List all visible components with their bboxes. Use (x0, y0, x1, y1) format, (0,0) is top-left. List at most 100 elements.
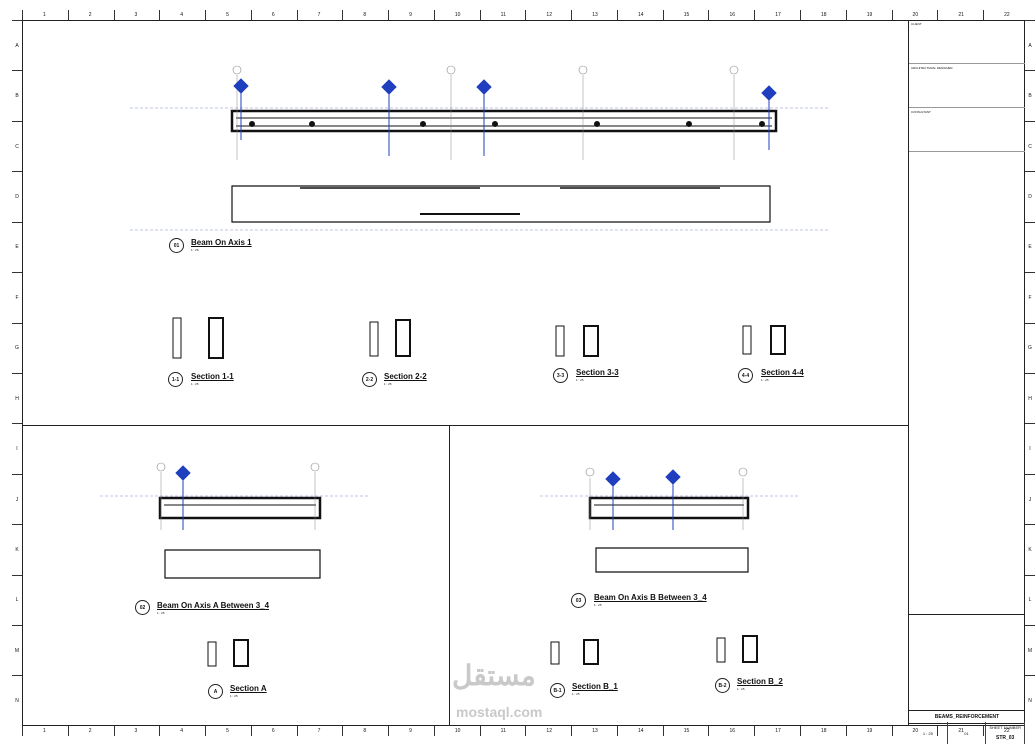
section-bubble-a: A (208, 684, 223, 699)
section-4-4 (742, 325, 786, 355)
gridBot-label: 12 (525, 726, 571, 736)
gridTop-label: 22 (983, 10, 1029, 20)
section-scale: 1 : 25 (191, 382, 199, 386)
index-value: 01 (964, 730, 969, 736)
section-scale: 1 : 25 (230, 694, 238, 698)
revision-table (909, 614, 1025, 655)
gridBot-label: 22 (983, 726, 1029, 736)
gridRight-label: N (1025, 675, 1035, 725)
beam-axis-1-elevation (130, 65, 830, 231)
gridRight-label: J (1025, 473, 1035, 524)
section-a (207, 639, 249, 667)
section-bubble-4-4: 4-4 (738, 368, 753, 383)
gridLeft-label: A (12, 20, 22, 70)
section-title-1-1: Section 1-1 (191, 372, 234, 381)
gridTop-label: 15 (662, 10, 709, 20)
gridTop-label: 1 (22, 10, 68, 20)
gridTop-label: 13 (571, 10, 617, 20)
view-number-01: 01 (169, 238, 184, 253)
gridRight-label: E (1025, 221, 1035, 272)
gridLeft-label: B (12, 70, 22, 120)
gridLeft-label: C (12, 120, 22, 171)
gridBot-label: 7 (296, 726, 343, 736)
vertical-divider (449, 425, 450, 726)
gridLeft-label: L (12, 574, 22, 625)
section-scale: 1 : 25 (384, 382, 392, 386)
section-bubble-1-1: 1-1 (168, 372, 183, 387)
gridTop-label: 8 (342, 10, 388, 20)
gridLeft-label: D (12, 171, 22, 221)
gridTop-label: 10 (433, 10, 480, 20)
gridBot-label: 15 (662, 726, 709, 736)
gridBot-label: 13 (571, 726, 617, 736)
gridTop-label: 5 (205, 10, 251, 20)
section-title-2-2: Section 2-2 (384, 372, 427, 381)
gridBot-label: 9 (388, 726, 434, 736)
section-3-3 (555, 325, 599, 357)
gridRight-label: F (1025, 272, 1035, 322)
gridRight-label: L (1025, 574, 1035, 625)
gridTop-label: 2 (67, 10, 114, 20)
gridBot-label: 2 (67, 726, 114, 736)
consultant-field: CONSULTANT (909, 108, 1025, 152)
gridLeft-label: H (12, 372, 22, 423)
section-bubble-b-1: B-1 (550, 683, 565, 698)
view-scale: 1 : 25 (594, 603, 602, 607)
gridBot-label: 3 (113, 726, 160, 736)
gridBot-label: 18 (800, 726, 846, 736)
section-1-1 (172, 317, 224, 359)
beam-axis-a-elevation (100, 462, 370, 579)
gridRight-label: G (1025, 322, 1035, 373)
gridRight-label: K (1025, 524, 1035, 574)
gridBot-label: 1 (22, 726, 68, 736)
section-b-1 (550, 639, 599, 665)
view-title-beam-axis-b: Beam On Axis B Between 3_4 (594, 593, 707, 602)
sheet-number-label: SHEET NUMBER (989, 724, 1022, 730)
section-title-b-1: Section B_1 (572, 682, 618, 691)
gridRight-label: C (1025, 120, 1035, 171)
gridTop-label: 20 (891, 10, 938, 20)
gridRight-label: A (1025, 20, 1035, 70)
gridTop-label: 18 (800, 10, 846, 20)
sheet-title: BEAMS_REINFORCEMENT (909, 710, 1025, 724)
section-b-2 (716, 635, 758, 663)
gridLeft-label: M (12, 625, 22, 675)
gridBot-label: 20 (891, 726, 938, 736)
gridRight-label: D (1025, 171, 1035, 221)
gridRight-label: B (1025, 70, 1035, 120)
horizontal-divider (22, 425, 908, 426)
section-scale: 1 : 25 (572, 692, 580, 696)
gridBot-label: 5 (205, 726, 251, 736)
gridBot-label: 17 (754, 726, 800, 736)
view-scale: 1 : 25 (191, 248, 199, 252)
gridRight-label: M (1025, 625, 1035, 675)
drawing-frame (22, 20, 1025, 726)
section-bubble-b-2: B-2 (715, 678, 730, 693)
title-block: CLIENT ARCHITECTURAL DESIGNER CONSULTANT… (908, 20, 1026, 744)
gridLeft-label: G (12, 322, 22, 373)
watermark-url: mostaql.com (456, 704, 543, 720)
gridTop-label: 16 (708, 10, 754, 20)
gridTop-label: 11 (479, 10, 526, 20)
gridTop-label: 4 (159, 10, 205, 20)
sheet-info-cells: 1 : 25 01 SHEET NUMBER STR_03 (909, 722, 1026, 744)
watermark-logo: مستقل (452, 660, 536, 691)
architect-field: ARCHITECTURAL DESIGNER (909, 64, 1025, 108)
gridTop-label: 17 (754, 10, 800, 20)
section-title-4-4: Section 4-4 (761, 368, 804, 377)
sheet-number: STR_03 (996, 735, 1015, 742)
gridLeft-label: K (12, 524, 22, 574)
section-bubble-2-2: 2-2 (362, 372, 377, 387)
section-scale: 1 : 25 (761, 378, 769, 382)
gridBot-label: 14 (616, 726, 663, 736)
gridLeft-label: N (12, 675, 22, 725)
section-title-a: Section A (230, 684, 267, 693)
view-number-02: 02 (135, 600, 150, 615)
client-field: CLIENT (909, 20, 1025, 64)
scale-cell: 1 : 25 (909, 722, 948, 744)
